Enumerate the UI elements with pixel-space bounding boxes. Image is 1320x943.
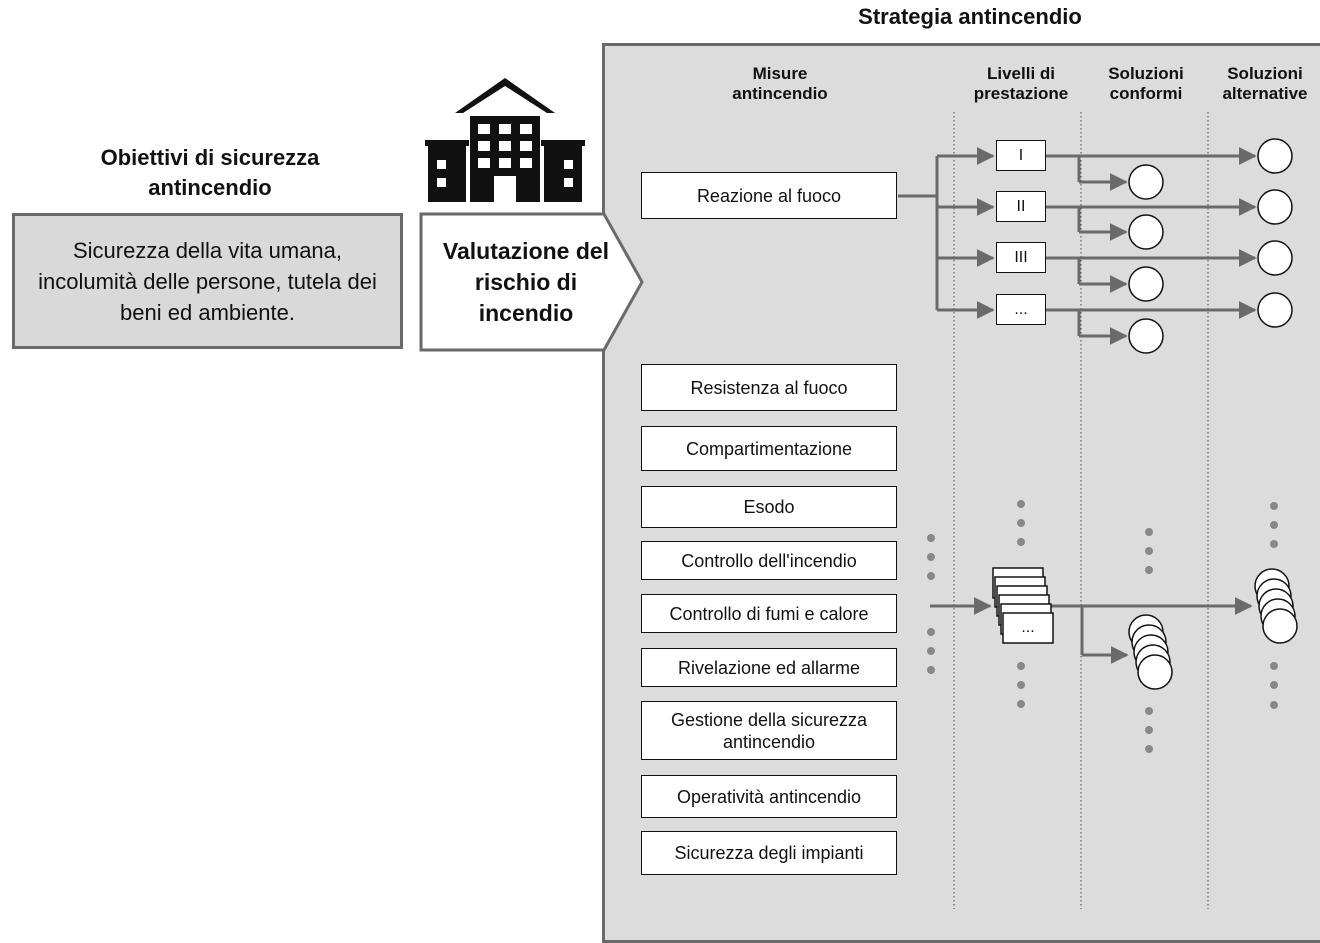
level-box-stack <box>992 567 1054 644</box>
level-box: I <box>996 140 1046 171</box>
alternative-solution-circle <box>1257 189 1293 225</box>
measure-label: Reazione al fuoco <box>696 185 842 206</box>
measure-label: Compartimentazione <box>685 438 853 459</box>
solution-circles <box>1128 138 1293 354</box>
level-stack-label: ... <box>1021 619 1035 636</box>
measure-label: Operatività antincendio <box>676 786 862 807</box>
measure-box: Esodo <box>641 486 897 528</box>
level-label: ... <box>1014 300 1028 318</box>
conforming-circle-stack <box>1128 614 1173 690</box>
level-label: II <box>1016 197 1026 215</box>
level-solution-connectors <box>1046 147 1257 345</box>
column-header-conforming-text: Soluzioni conformi <box>1108 64 1184 103</box>
assessment-label-text: Valutazione del rischio di incendio <box>442 238 610 326</box>
alternative-solution-circle <box>1257 240 1293 276</box>
level-box: ... <box>996 294 1046 325</box>
level-label: I <box>1018 146 1024 164</box>
measure-label: Esodo <box>743 497 795 517</box>
column-header-measures-text: Misure antincendio <box>732 64 828 103</box>
level-box: II <box>996 191 1046 222</box>
conforming-solution-circle <box>1128 266 1164 302</box>
assessment-label: Valutazione del rischio di incendio <box>425 236 627 329</box>
measure-level-connectors <box>898 147 995 319</box>
ellipsis-dots <box>927 500 1278 753</box>
level-label: III <box>1014 248 1028 266</box>
assessment-arrow <box>419 212 644 352</box>
alternative-circle-stack <box>1254 568 1298 644</box>
measure-box: Sicurezza degli impianti <box>641 831 897 875</box>
measure-box: Rivelazione ed allarme <box>641 648 897 687</box>
strategy-title: Strategia antincendio <box>858 4 1082 29</box>
alternative-solution-circle <box>1257 292 1293 328</box>
objectives-title: Obiettivi di sicurezza antincendio <box>20 143 400 203</box>
measure-label: Controllo di fumi e calore <box>669 603 869 624</box>
measure-box: Gestione della sicurezza antincendio <box>641 701 897 760</box>
diagram-graphics <box>419 78 1298 909</box>
measure-box: Controllo dell'incendio <box>641 541 897 580</box>
building-icon <box>425 78 585 202</box>
measure-label: Controllo dell'incendio <box>681 550 857 571</box>
objectives-text: Sicurezza della vita umana, incolumità d… <box>38 237 377 325</box>
column-header-levels: Livelli di prestazione <box>958 64 1084 104</box>
conforming-solution-circle <box>1128 164 1164 200</box>
objectives-title-text: Obiettivi di sicurezza antincendio <box>100 145 320 200</box>
measure-label: Resistenza al fuoco <box>690 377 848 398</box>
measure-label: Rivelazione ed allarme <box>677 657 861 678</box>
column-header-alternative: Soluzioni alternative <box>1210 64 1320 104</box>
objectives-box: Sicurezza della vita umana, incolumità d… <box>12 213 403 349</box>
measure-box: Operatività antincendio <box>641 775 897 818</box>
measure-box: Resistenza al fuoco <box>641 364 897 411</box>
column-header-alternative-text: Soluzioni alternative <box>1222 64 1308 103</box>
measure-box: Reazione al fuoco <box>641 172 897 219</box>
alternative-solution-circle <box>1257 138 1293 174</box>
measure-label: Gestione della sicurezza antincendio <box>670 709 868 752</box>
conforming-solution-circle <box>1128 214 1164 250</box>
measure-box: Compartimentazione <box>641 426 897 471</box>
measure-label: Sicurezza degli impianti <box>674 843 864 863</box>
column-header-levels-text: Livelli di prestazione <box>973 64 1069 103</box>
column-header-conforming: Soluzioni conformi <box>1086 64 1206 104</box>
conforming-solution-circle <box>1128 318 1164 354</box>
generic-flow-connectors <box>930 597 1253 664</box>
column-header-measures: Misure antincendio <box>705 64 855 104</box>
column-separators <box>953 112 1209 909</box>
measure-box: Controllo di fumi e calore <box>641 594 897 633</box>
level-box: III <box>996 242 1046 273</box>
